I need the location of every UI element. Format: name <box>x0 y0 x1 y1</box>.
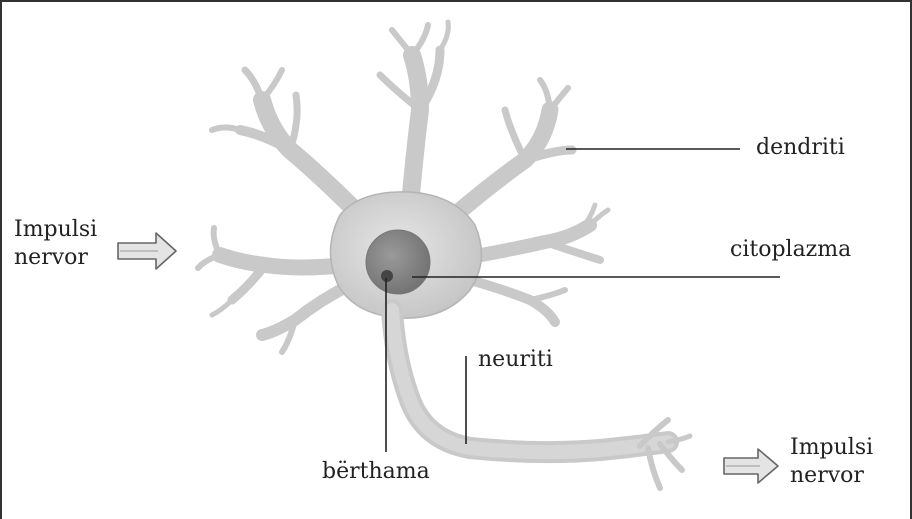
neuriti-label: neuriti <box>478 346 553 374</box>
input-impulse-label: Impulsi nervor <box>14 216 97 272</box>
nucleolus <box>381 270 393 282</box>
output-arrow-icon <box>724 449 778 483</box>
output-impulse-label: Impulsi nervor <box>790 434 873 490</box>
nucleus <box>366 230 430 294</box>
citoplazma-label: citoplazma <box>730 236 851 264</box>
axon <box>392 310 690 488</box>
dendriti-label: dendriti <box>756 134 845 162</box>
input-impulse-line2: nervor <box>14 244 97 272</box>
input-arrow-icon <box>118 233 176 269</box>
output-impulse-line1: Impulsi <box>790 434 873 462</box>
berthama-label: bërthama <box>322 458 430 486</box>
input-impulse-line1: Impulsi <box>14 216 97 244</box>
output-impulse-line2: nervor <box>790 462 873 490</box>
